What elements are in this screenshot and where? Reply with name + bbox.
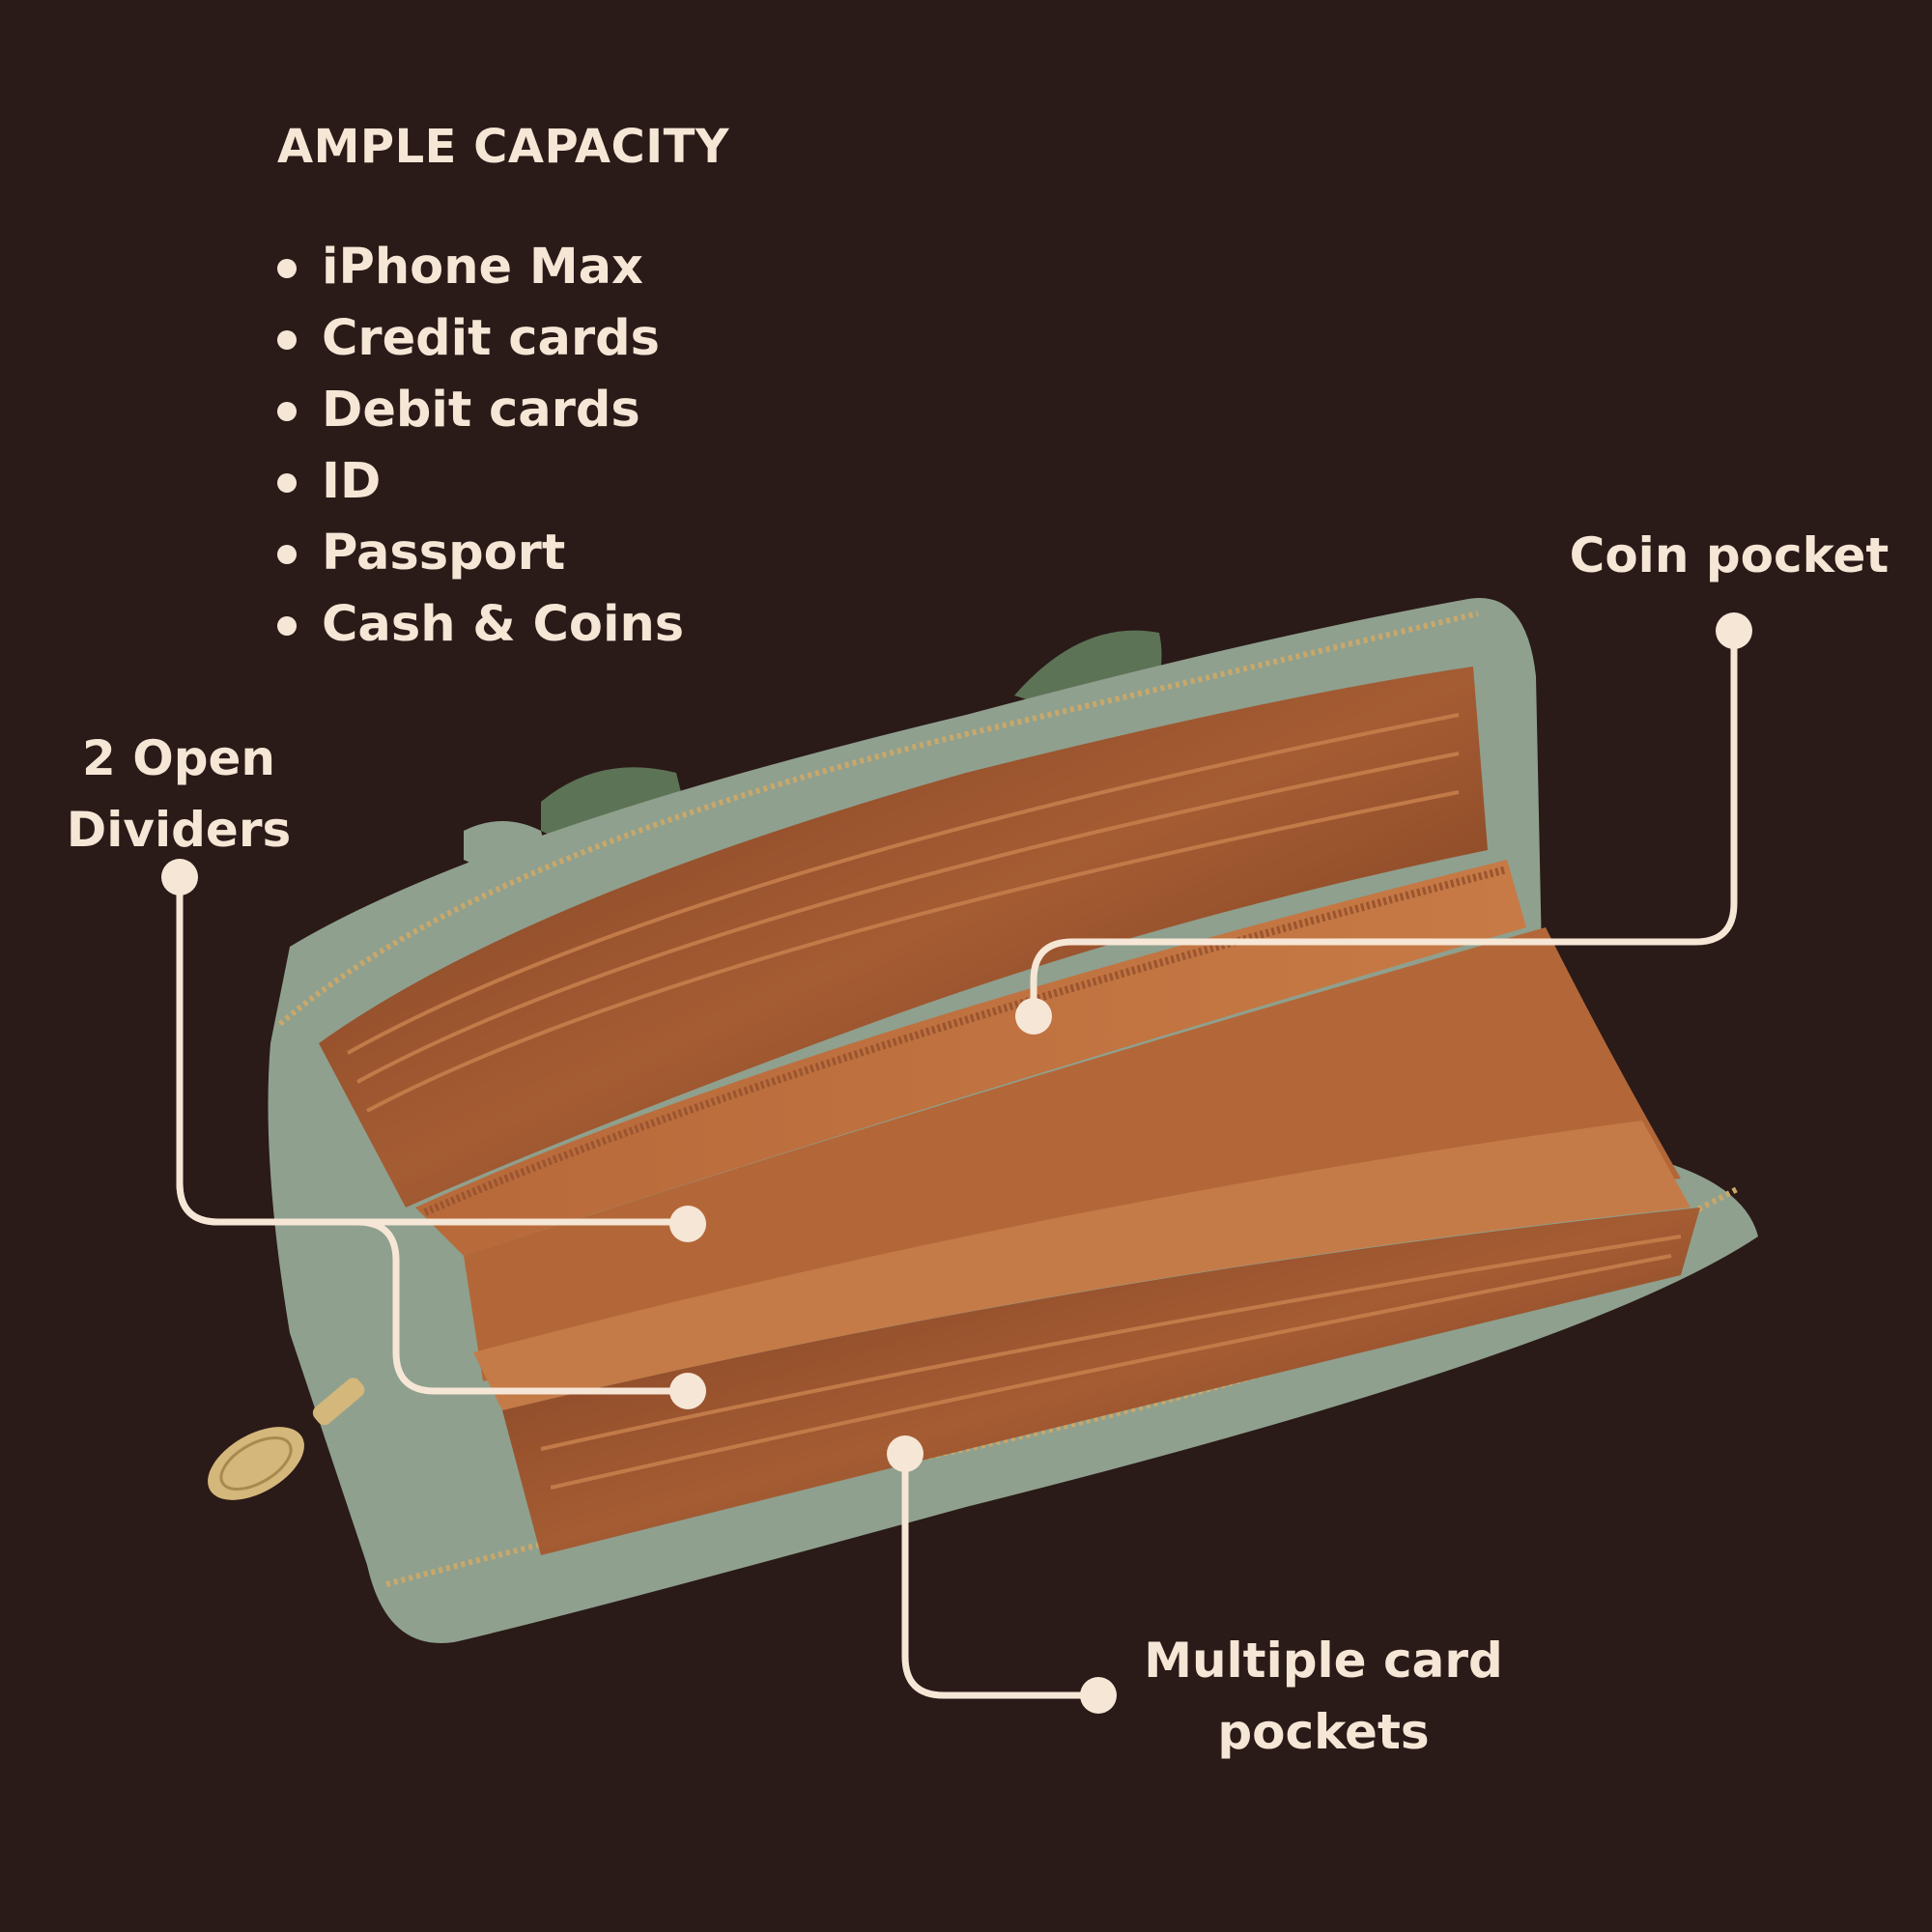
list-item: Credit cards xyxy=(277,303,684,375)
zipper-pull xyxy=(208,1378,365,1500)
bullet-icon xyxy=(277,259,297,278)
list-item: Debit cards xyxy=(277,375,684,446)
cards-leader xyxy=(901,1450,1102,1699)
divider-shape xyxy=(464,927,1681,1381)
cards-dot xyxy=(887,1435,923,1472)
cards-dot-end xyxy=(1080,1677,1117,1714)
bullet-icon xyxy=(277,402,297,421)
divider-leader-2 xyxy=(176,1179,692,1395)
list-item: iPhone Max xyxy=(277,232,684,303)
coin-pocket-dot-top xyxy=(1716,612,1752,649)
dividers-label: 2 Open Dividers xyxy=(66,730,292,858)
bullet-icon xyxy=(277,616,297,636)
card-pockets-label: Multiple card pockets xyxy=(1144,1633,1503,1760)
list-item: ID xyxy=(277,446,684,518)
lining-card-slots-bottom xyxy=(502,1208,1700,1555)
bullet-icon xyxy=(277,473,297,493)
coin-pocket-leader xyxy=(1030,627,1738,1018)
coin-pocket-shape xyxy=(415,860,1526,1256)
capacity-list: iPhone Max Credit cards Debit cards ID P… xyxy=(277,232,684,661)
lining-card-slots-top xyxy=(319,667,1488,1208)
bullet-icon xyxy=(277,330,297,350)
bullet-icon xyxy=(277,545,297,564)
coin-pocket-label: Coin pocket xyxy=(1569,527,1889,583)
dividers-dot-top xyxy=(161,859,198,895)
coin-pocket-dot xyxy=(1015,998,1052,1035)
divider-dot-1 xyxy=(669,1206,706,1242)
list-item: Passport xyxy=(277,518,684,589)
capacity-heading: AMPLE CAPACITY xyxy=(277,120,730,174)
divider-dot-2 xyxy=(669,1373,706,1409)
list-item: Cash & Coins xyxy=(277,589,684,661)
